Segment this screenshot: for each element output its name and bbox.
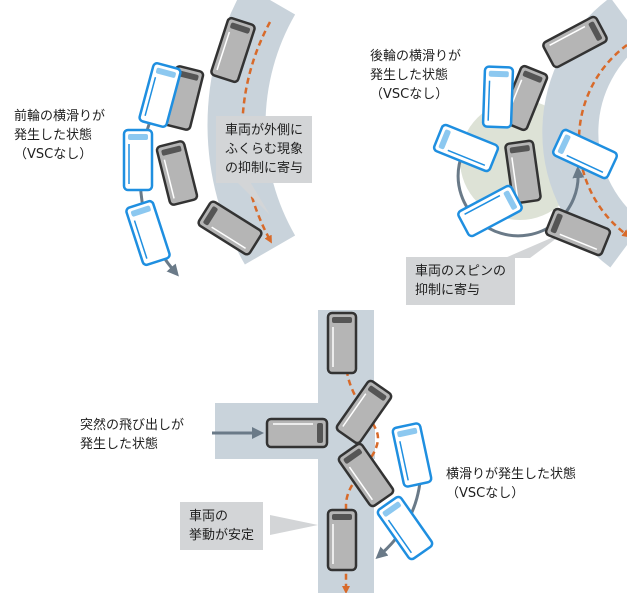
vehicle-vsc-3d	[326, 508, 358, 572]
callout-pointer-stable	[270, 515, 318, 535]
vehicle-skid-2d	[551, 128, 619, 180]
vehicle-vsc-2d	[544, 207, 612, 257]
vehicle-skid-2b	[432, 123, 500, 173]
vehicle-skid-3b	[376, 495, 434, 561]
label-rear-skid: 後輪の横滑りが 発生した状態 （VSCなし）	[370, 49, 462, 102]
label-side-skid: 横滑りが発生した状態 （VSCなし）	[446, 467, 577, 501]
vsc-path-bottom	[342, 359, 380, 594]
vehicle-skid-1a	[138, 62, 182, 128]
vehicle-skid-3a	[391, 422, 433, 488]
scene-sudden-obstacle	[212, 310, 424, 594]
vehicle-vsc-2c	[504, 139, 542, 205]
callout-stable: 車両の 挙動が安定	[180, 502, 264, 550]
vehicle-skid-1c	[125, 199, 171, 267]
callout-bulge: 車両が外側に ふくらむ現象 の抑制に寄与	[216, 116, 313, 183]
vehicle-vsc-1c	[155, 140, 199, 206]
vehicle-layer	[122, 15, 619, 572]
spin-arc	[456, 139, 585, 238]
vehicle-intruder	[265, 417, 329, 449]
vehicle-vsc-1d	[197, 200, 263, 256]
callout-pointer-bulge	[230, 175, 270, 215]
label-front-skid: 前輪の横滑りが 発生した状態 （VSCなし）	[14, 109, 106, 162]
vehicle-vsc-3b	[335, 379, 393, 445]
label-sudden: 突然の飛び出しが 発生した状態	[80, 418, 185, 452]
vehicle-vsc-1a	[210, 16, 256, 84]
callout-spin: 車両のスピンの 抑制に寄与	[406, 257, 516, 305]
vehicle-vsc-3c	[337, 442, 395, 508]
vehicle-vsc-2a	[542, 15, 608, 69]
vehicle-skid-2a	[481, 65, 515, 129]
vehicle-skid-2c	[457, 184, 523, 238]
vehicle-skid-1b	[122, 128, 154, 192]
vehicle-vsc-3a	[326, 311, 358, 375]
callout-pointer-spin	[505, 232, 565, 258]
